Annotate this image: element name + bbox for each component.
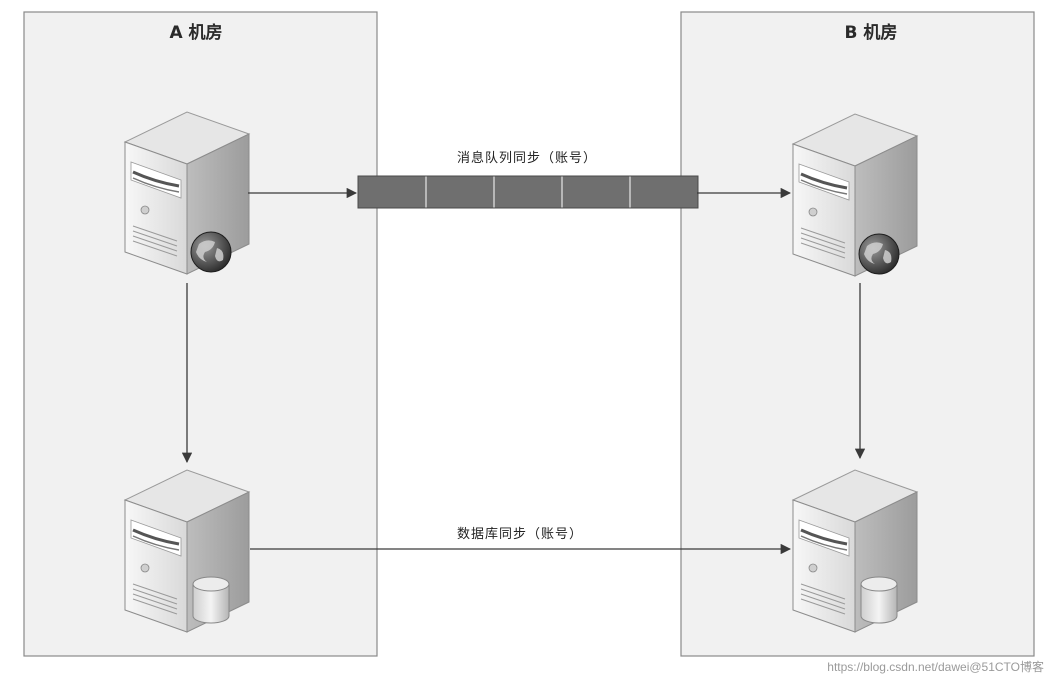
queue-segment — [493, 175, 563, 209]
database-cylinder-icon — [192, 576, 230, 624]
watermark: https://blog.csdn.net/dawei@51CTO博客 — [827, 660, 1044, 674]
b-db-server — [791, 468, 919, 634]
a-app-server — [123, 110, 251, 276]
queue-segment — [425, 175, 495, 209]
globe-icon — [858, 233, 900, 275]
queue-segment — [629, 175, 699, 209]
queue-segment — [561, 175, 631, 209]
queue-outline — [357, 175, 699, 209]
a-db-server — [123, 468, 251, 634]
room-a-title: A 机房 — [169, 22, 222, 43]
room-b-title: B 机房 — [845, 22, 898, 43]
database-cylinder-icon — [860, 576, 898, 624]
db-sync-label: 数据库同步（账号） — [457, 526, 583, 542]
queue-segment — [357, 175, 427, 209]
message-queue — [357, 175, 699, 209]
mq-sync-label: 消息队列同步（账号） — [457, 150, 597, 166]
b-app-server — [791, 112, 919, 278]
globe-icon — [190, 231, 232, 273]
